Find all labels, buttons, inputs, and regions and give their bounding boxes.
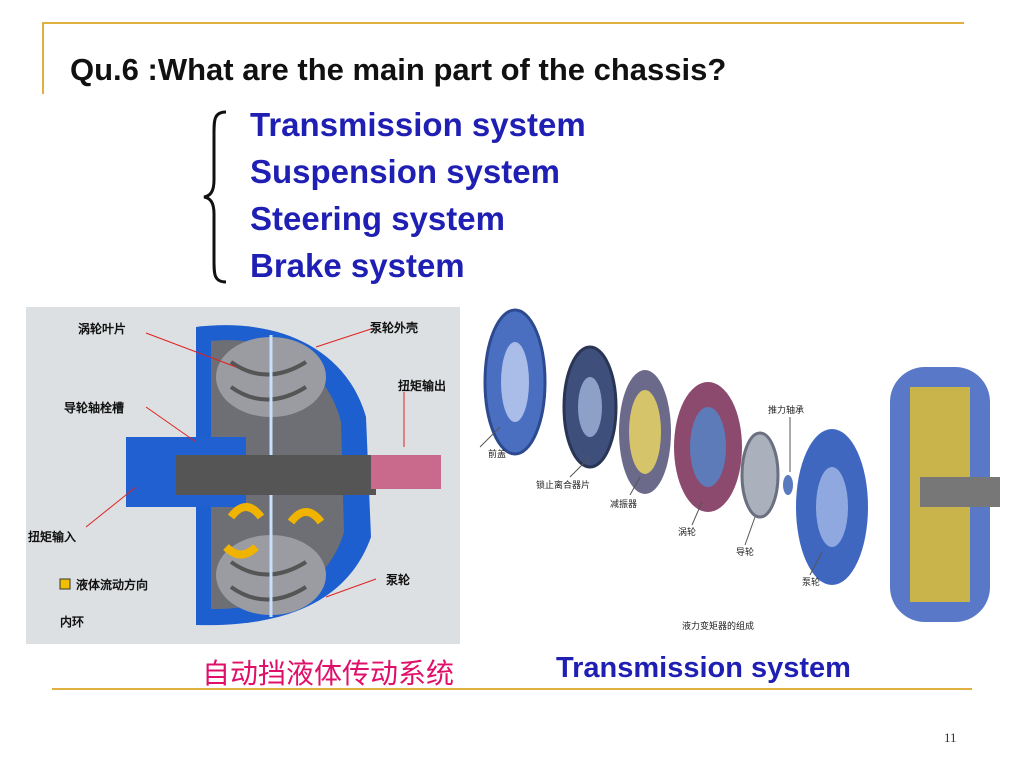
label-turbine-blade: 涡轮叶片 [78, 322, 127, 336]
label-fluid-flow: 液体流动方向 [76, 578, 149, 592]
caption-english: Transmission system [556, 652, 851, 684]
frame-left-line [42, 22, 44, 94]
page-number: 11 [944, 730, 957, 745]
label-pump-housing: 泵轮外壳 [370, 321, 419, 335]
label-stator-spline: 导轮轴栓槽 [64, 401, 125, 415]
chassis-systems-list: Transmission system Suspension system St… [250, 104, 586, 292]
label-front-cover: 前盖 [488, 450, 507, 460]
frame-top-line [42, 22, 964, 24]
label-torque-input: 扭矩输入 [28, 530, 77, 544]
exploded-caption: 液力变矩器的组成 [682, 622, 755, 632]
label-stator: 导轮 [736, 548, 755, 558]
slide-title: Qu.6 :What are the main part of the chas… [70, 52, 727, 87]
label-thrust-bearing: 推力轴承 [768, 406, 805, 416]
curly-brace [203, 110, 227, 284]
caption-chinese: 自动挡液体传动系统 [202, 657, 455, 690]
label-inner-ring: 内环 [60, 615, 85, 629]
label-pump-right: 泵轮 [802, 578, 821, 588]
cutaway-illustration [26, 307, 460, 644]
system-steering: Steering system [250, 200, 505, 237]
torque-converter-cutaway-image: 涡轮叶片 泵轮外壳 扭矩输出 导轮轴栓槽 扭矩输入 液体流动方向 内环 泵轮 [26, 307, 460, 644]
system-transmission: Transmission system [250, 106, 586, 143]
label-lockup-clutch: 锁止离合器片 [536, 481, 591, 491]
frame-bottom-line [52, 688, 972, 690]
label-damper: 减振器 [610, 500, 638, 510]
system-suspension: Suspension system [250, 153, 560, 190]
system-brake: Brake system [250, 247, 465, 284]
label-pump: 泵轮 [386, 573, 411, 587]
label-torque-output: 扭矩输出 [398, 379, 447, 393]
exploded-illustration [479, 308, 1000, 622]
torque-converter-exploded-image: 前盖 锁止离合器片 减振器 涡轮 推力轴承 导轮 泵轮 液力变矩器的组成 [470, 307, 1000, 637]
label-turbine: 涡轮 [678, 528, 697, 538]
